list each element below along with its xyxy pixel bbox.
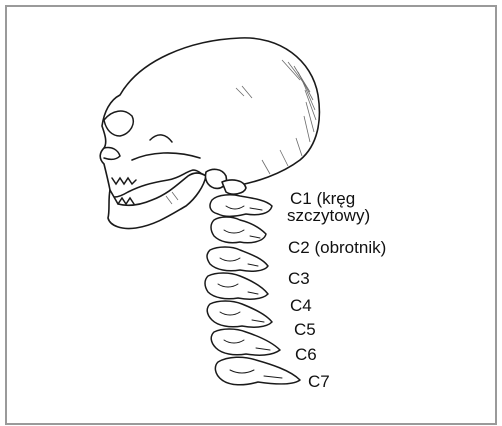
label-c5: C5 — [294, 321, 316, 338]
label-c7: C7 — [308, 373, 330, 390]
vertebra-c5 — [207, 301, 272, 327]
vertebra-c2 — [211, 217, 266, 243]
vertebra-c6 — [211, 329, 280, 355]
vertebra-c7 — [215, 357, 300, 385]
lower-teeth — [118, 198, 134, 204]
occipital-condyle — [222, 180, 246, 194]
label-c1-line2: szczytowy) — [287, 207, 370, 224]
label-c4: C4 — [290, 297, 312, 314]
vertebra-c4 — [205, 273, 268, 299]
label-c2: C2 (obrotnik) — [288, 239, 386, 256]
label-c1-line1: C1 (kręg — [290, 190, 355, 207]
label-c3: C3 — [288, 270, 310, 287]
label-c6: C6 — [295, 346, 317, 363]
vertebra-c1 — [210, 195, 272, 217]
